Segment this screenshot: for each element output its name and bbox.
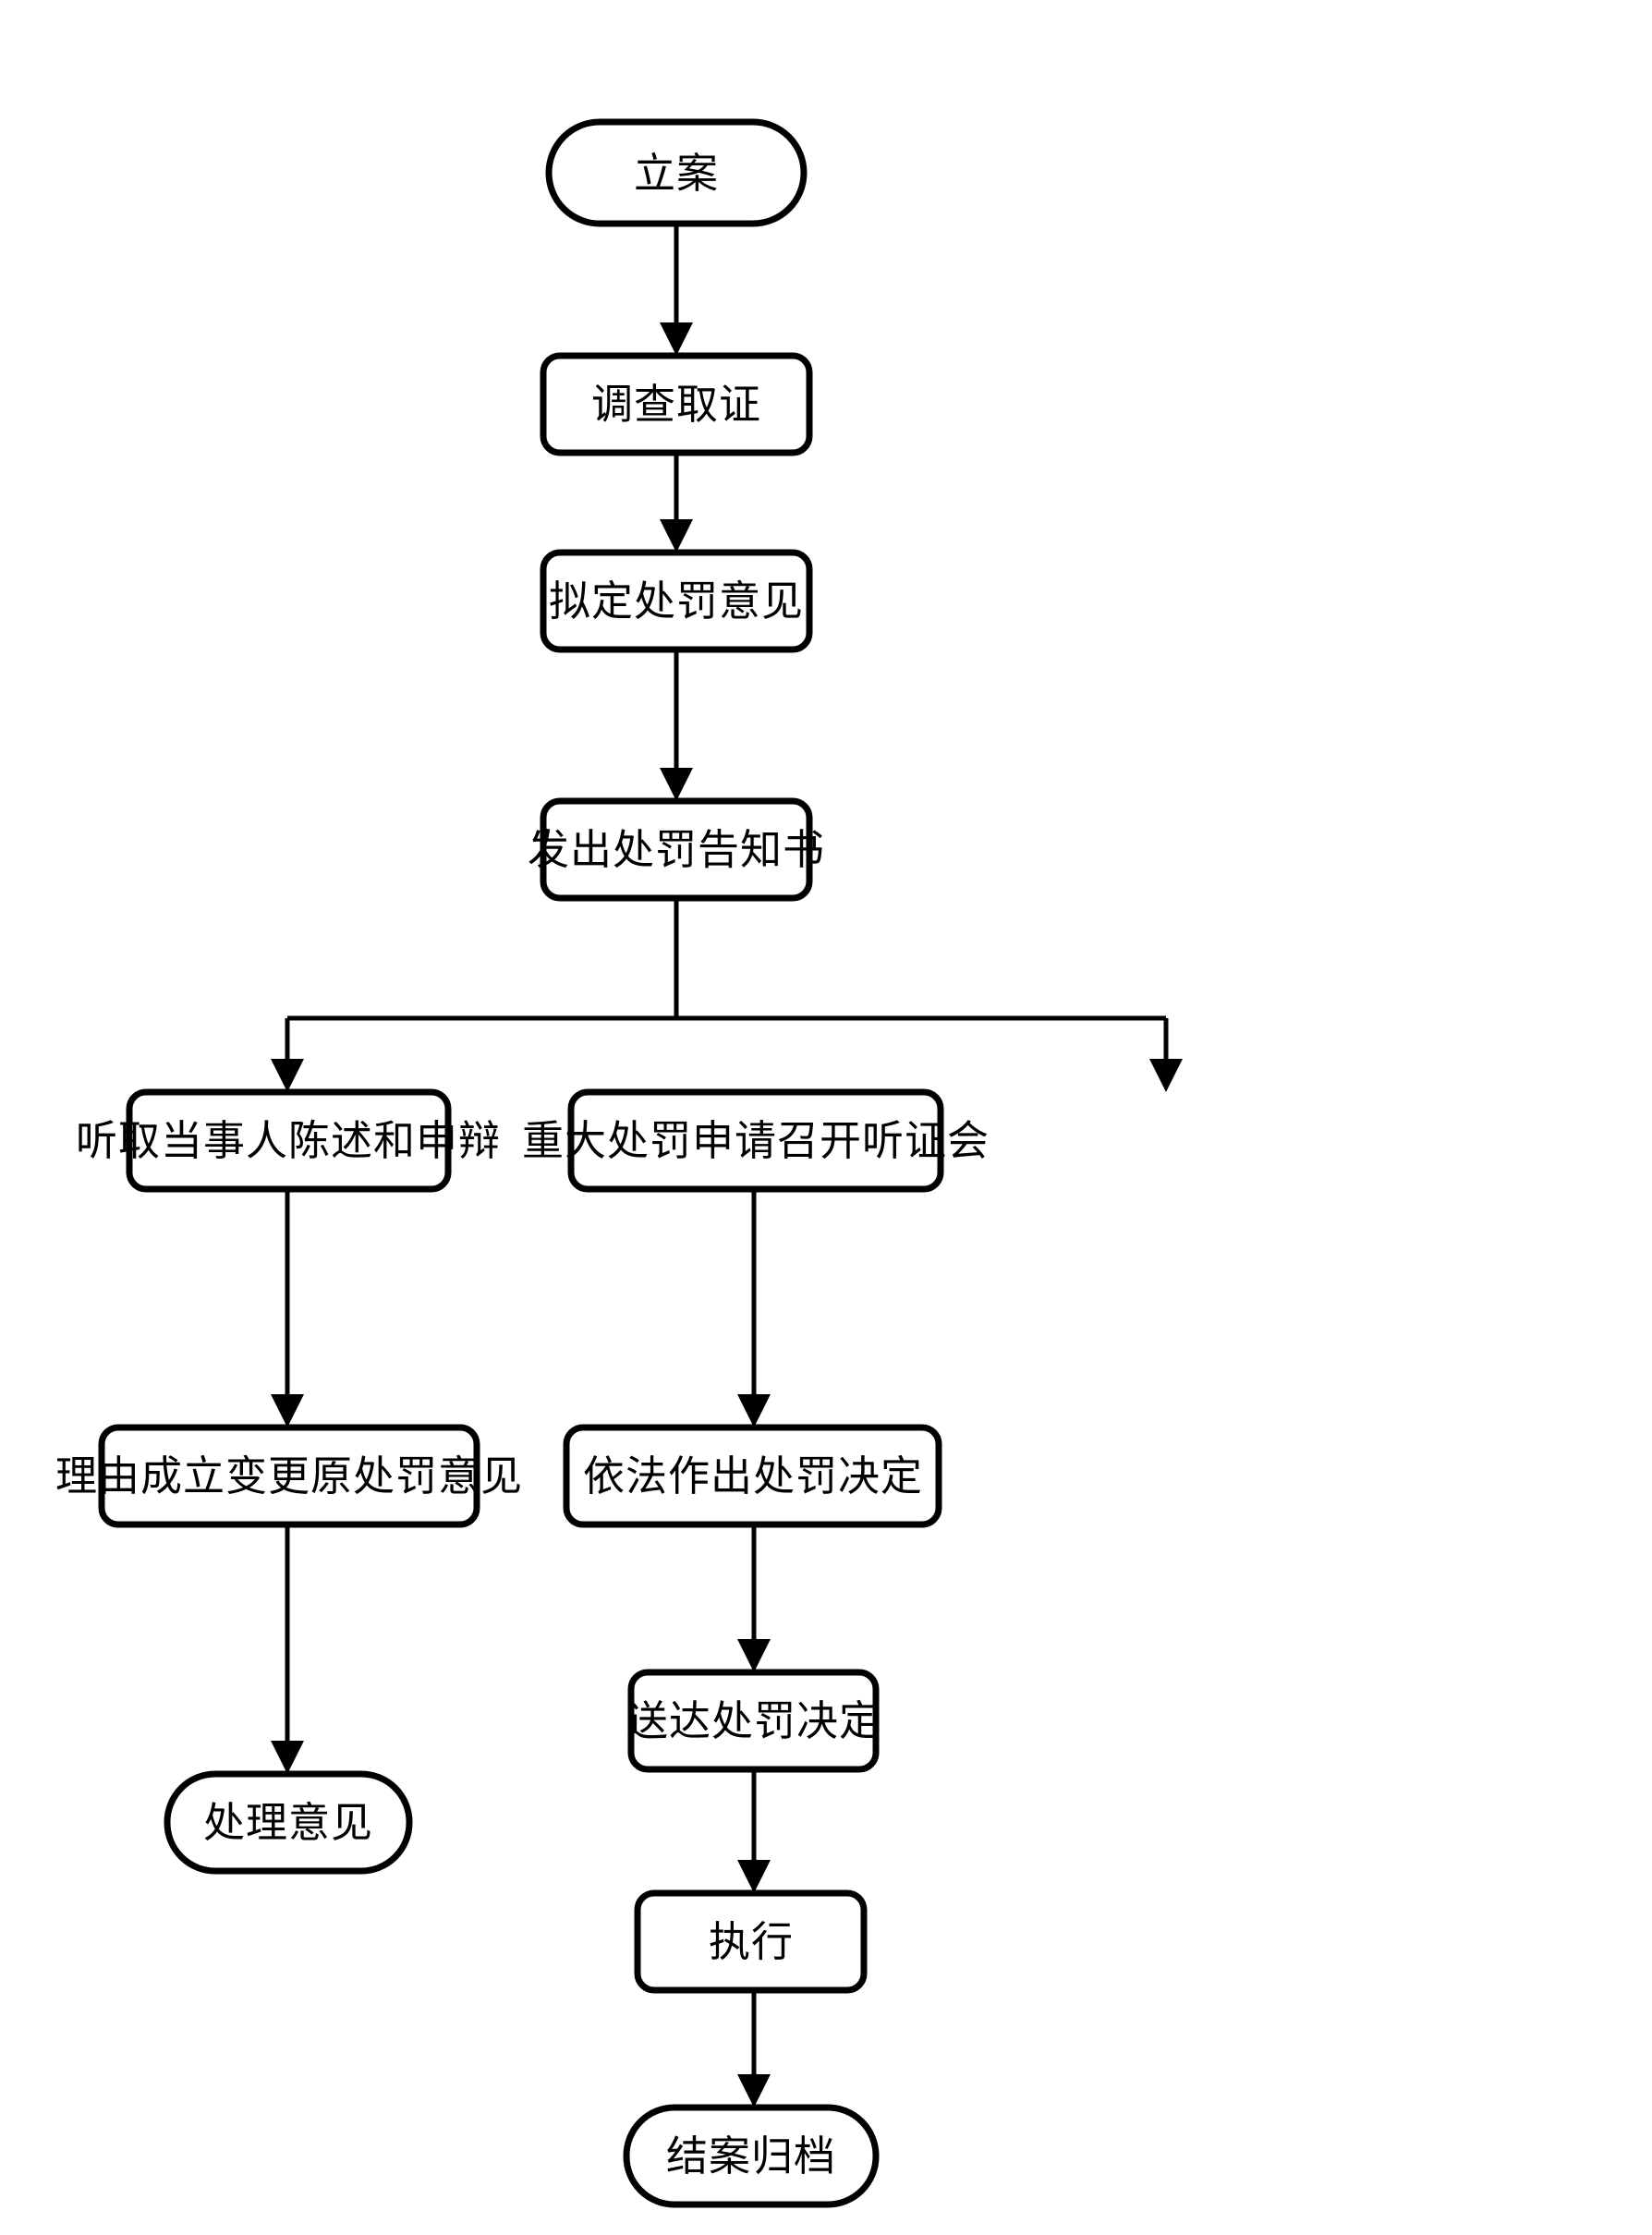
node-shape-rounded[interactable] bbox=[627, 1669, 880, 1773]
node-label: 重大处罚申请召开听证会 bbox=[522, 1118, 990, 1164]
edge-n8-n10 bbox=[737, 1524, 771, 1672]
node-issue-penalty-notice[interactable]: 发出处罚告知书 bbox=[528, 797, 825, 902]
arrowhead-icon bbox=[660, 768, 693, 801]
node-serve-penalty-decision[interactable]: 送达处罚决定 bbox=[626, 1669, 881, 1773]
node-label: 依法作出处罚决定 bbox=[583, 1453, 923, 1500]
node-label: 发出处罚告知书 bbox=[528, 827, 825, 873]
arrowhead-icon bbox=[737, 2074, 771, 2107]
arrowhead-icon bbox=[271, 1394, 304, 1427]
edge-n11-n12 bbox=[737, 1990, 771, 2107]
node-label: 立案 bbox=[634, 151, 719, 197]
node-major-penalty-hearing-request[interactable]: 重大处罚申请召开听证会 bbox=[522, 1088, 990, 1193]
node-shape-rounded[interactable] bbox=[634, 1889, 868, 1994]
node-investigation[interactable]: 调查取证 bbox=[540, 352, 813, 456]
node-shape-rounded[interactable] bbox=[563, 1424, 942, 1528]
arrowhead-icon bbox=[271, 1741, 304, 1774]
node-shape-rounded[interactable] bbox=[126, 1088, 452, 1193]
arrowhead-icon bbox=[1149, 1059, 1183, 1092]
node-label: 听取当事人陈述和申辩 bbox=[76, 1118, 501, 1164]
node-label: 拟定处罚意见 bbox=[549, 578, 804, 625]
node-execution[interactable]: 执行 bbox=[634, 1889, 868, 1994]
node-shape-rounded[interactable] bbox=[540, 352, 813, 456]
node-label: 送达处罚决定 bbox=[626, 1698, 881, 1744]
node-close-and-archive[interactable]: 结案归档 bbox=[623, 2104, 880, 2208]
edge-n3-n4 bbox=[660, 650, 693, 801]
node-label: 理由成立变更原处罚意见 bbox=[55, 1453, 523, 1500]
edge-split-n5 bbox=[271, 1018, 304, 1092]
arrowhead-icon bbox=[271, 1059, 304, 1092]
node-shape-rounded[interactable] bbox=[98, 1424, 480, 1528]
node-amend-original-opinion[interactable]: 理由成立变更原处罚意见 bbox=[55, 1424, 523, 1528]
edge-n7-n9 bbox=[271, 1524, 304, 1774]
edge-n5-n7 bbox=[271, 1189, 304, 1427]
node-shape-stadium[interactable] bbox=[623, 2104, 880, 2208]
node-filing[interactable]: 立案 bbox=[545, 118, 808, 227]
edge-n1-n2 bbox=[660, 224, 693, 356]
edge-n2-n3 bbox=[660, 453, 693, 553]
edge-layer bbox=[271, 224, 1183, 2107]
node-label: 调查取证 bbox=[591, 382, 761, 428]
node-shape-stadium[interactable] bbox=[164, 1770, 413, 1875]
node-layer: 立案 调查取证 拟定处罚意见 发出处罚告知书 听取当事人陈述和申辩 bbox=[55, 118, 990, 2208]
edge-n6-n8 bbox=[737, 1189, 771, 1427]
edge-n4-split bbox=[287, 898, 1166, 1021]
node-label: 处理意见 bbox=[203, 1800, 373, 1846]
node-hear-statement-defense[interactable]: 听取当事人陈述和申辩 bbox=[76, 1088, 501, 1193]
arrowhead-icon bbox=[737, 1860, 771, 1893]
edge-split-n6 bbox=[1149, 1018, 1183, 1092]
node-make-penalty-decision[interactable]: 依法作出处罚决定 bbox=[563, 1424, 942, 1528]
arrowhead-icon bbox=[660, 322, 693, 356]
arrowhead-icon bbox=[737, 1639, 771, 1672]
node-draft-penalty-opinion[interactable]: 拟定处罚意见 bbox=[540, 549, 813, 653]
node-shape-stadium[interactable] bbox=[545, 118, 808, 227]
node-label: 执行 bbox=[709, 1919, 794, 1965]
node-handling-opinion[interactable]: 处理意见 bbox=[164, 1770, 413, 1875]
arrowhead-icon bbox=[660, 519, 693, 553]
node-shape-rounded[interactable] bbox=[540, 797, 813, 902]
node-shape-rounded[interactable] bbox=[540, 549, 813, 653]
node-label: 结案归档 bbox=[666, 2133, 836, 2180]
node-shape-rounded[interactable] bbox=[567, 1088, 944, 1193]
arrowhead-icon bbox=[737, 1394, 771, 1427]
edge-n10-n11 bbox=[737, 1769, 771, 1893]
